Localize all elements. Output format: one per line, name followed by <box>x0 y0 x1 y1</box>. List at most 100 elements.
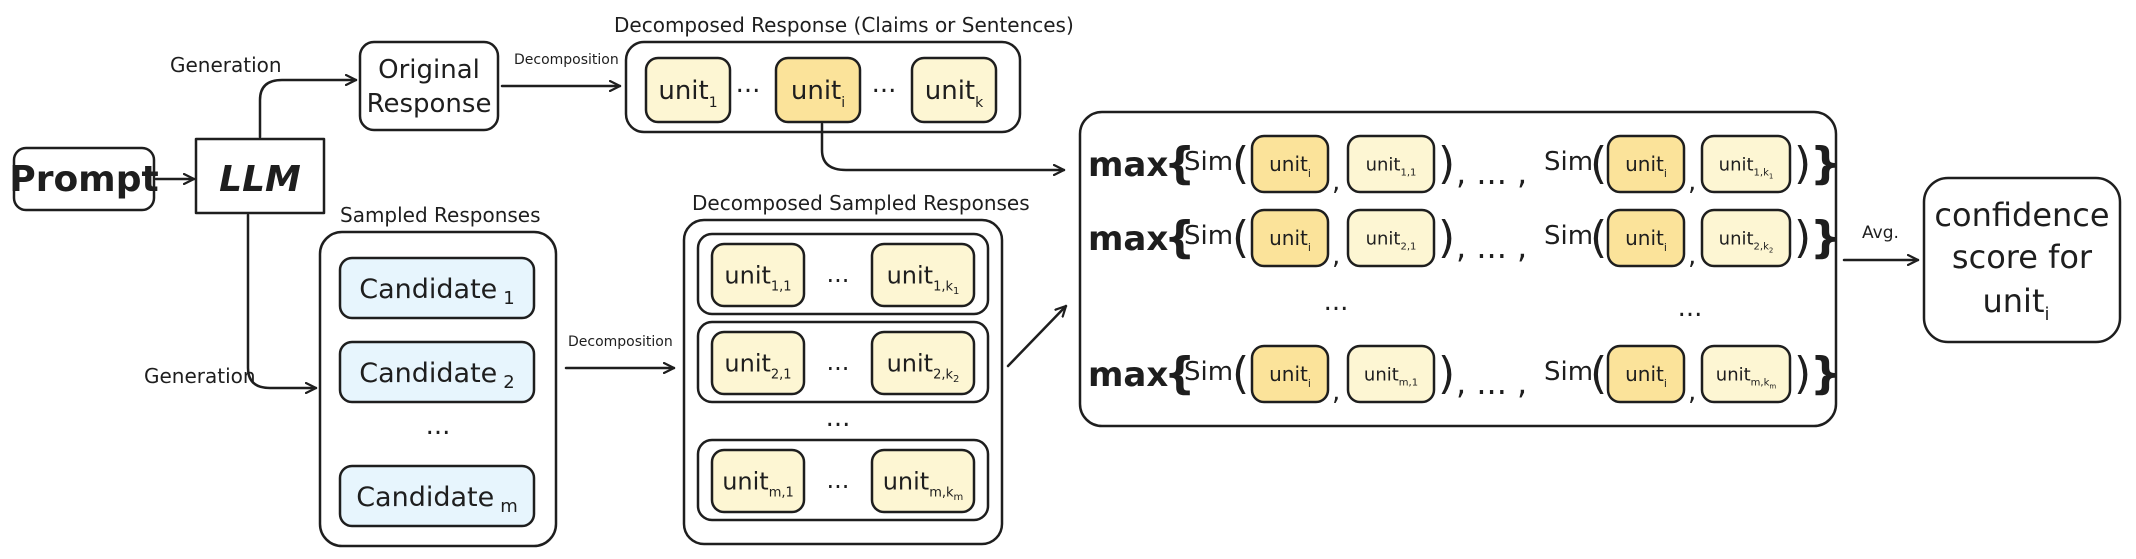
sampled-row-2-last-label: unitm,km <box>883 467 964 503</box>
candidate-1-box <box>338 340 536 404</box>
candidate-2-box <box>338 464 536 528</box>
sampled-row-2-last: unitm,km <box>870 448 976 514</box>
sampled-row-2: unitm,1 unitm,km... <box>696 438 990 522</box>
sim-row-0-paren-open-left: ( <box>1232 138 1249 189</box>
sampled-row-0-first-box <box>710 242 806 308</box>
sim-row-0: max{Sim(uniti,unit1,1), ... ,Sim(uniti,u… <box>1088 134 1841 197</box>
generation-label-top: Generation <box>170 53 282 77</box>
sim-row-1-max: max <box>1088 219 1168 259</box>
sim-row-2-paren-open-left: ( <box>1232 348 1249 399</box>
confidence-line2: score for <box>1952 238 2093 276</box>
prompt-box <box>12 146 156 212</box>
sim-row-1-unit-i-left-label: uniti <box>1269 226 1311 254</box>
sim-row-0-sim-left: Sim <box>1184 147 1233 177</box>
sim-row-2-middle: , ... , <box>1456 364 1527 402</box>
sim-row-2-unit-b1: unitm,1 <box>1346 344 1436 404</box>
arrow-llm-sampled <box>246 213 318 388</box>
orig-unit-ellipsis-0: ... <box>736 69 761 99</box>
sim-row-0-comma-left: , <box>1332 167 1340 197</box>
sim-row-1-paren-open-right: ( <box>1590 212 1607 263</box>
sim-row-1-paren-close-right: ) <box>1794 212 1811 263</box>
sim-row-2-sim-right: Sim <box>1544 357 1593 387</box>
orig-unit-1: uniti <box>774 56 862 124</box>
llm-box <box>194 137 326 215</box>
sim-row-2-unit-b2-box <box>1700 344 1792 404</box>
sampled-row-2-ellipsis: ... <box>827 466 850 494</box>
sim-row-0-middle: , ... , <box>1456 154 1527 192</box>
original-response-line2: Response <box>367 89 492 119</box>
sampled-responses-box <box>318 230 558 548</box>
similarity-block <box>1078 110 1838 428</box>
sim-row-0-paren-close-left: ) <box>1438 138 1455 189</box>
confidence-line3: uniti <box>1982 282 2049 325</box>
sampled-row-1: unit2,1 unit2,k2... <box>696 320 990 404</box>
sampled-row-1-ellipsis: ... <box>827 348 850 376</box>
sim-row-1-unit-i-left-box <box>1250 208 1330 268</box>
sim-row-2-unit-b2: unitm,km <box>1700 344 1792 404</box>
sampled-row-1-first-box <box>710 330 806 396</box>
sampled-rows-ellipsis: ... <box>826 403 851 433</box>
confidence-box <box>1922 176 2122 344</box>
sim-row-2-open-brace: { <box>1164 348 1195 399</box>
sim-row-0-paren-close-right: ) <box>1794 138 1811 189</box>
sim-row-2-sim-left: Sim <box>1184 357 1233 387</box>
sim-row-0-unit-i-right-box <box>1606 134 1686 194</box>
sim-row-0-max: max <box>1088 145 1168 185</box>
sim-row-1-paren-close-left: ) <box>1438 212 1455 263</box>
sampled-responses-title: Sampled Responses <box>340 203 541 227</box>
sim-row-2-unit-i-right: uniti <box>1606 344 1686 404</box>
orig-unit-0: unit1 <box>644 56 732 124</box>
sim-row-2-unit-b1-box <box>1346 344 1436 404</box>
orig-unit-0-box <box>644 56 732 124</box>
sim-row-0-unit-i-left-label: uniti <box>1269 152 1311 180</box>
sim-row-2-comma-right: , <box>1688 377 1696 407</box>
candidate-ellipsis: ... <box>426 411 451 441</box>
sim-row-0-unit-b2-box <box>1700 134 1792 194</box>
sampled-row-2-last-box <box>870 448 976 514</box>
candidate-0-box <box>338 256 536 320</box>
sim-row-2-paren-close-right: ) <box>1794 348 1811 399</box>
sim-ellipsis-right: ... <box>1678 293 1703 323</box>
orig-unit-0-label: unit1 <box>658 76 717 111</box>
sampled-row-1-first: unit2,1 <box>710 330 806 396</box>
decomposition-label-top: Decomposition <box>514 52 619 68</box>
sim-row-2: max{Sim(uniti,unitm,1), ... ,Sim(uniti,u… <box>1088 344 1841 407</box>
sampled-row-0-last-box <box>870 242 976 308</box>
sim-row-0-open-brace: { <box>1164 138 1195 189</box>
sim-row-0-unit-b2: unit1,k1 <box>1700 134 1792 194</box>
sim-row-2-unit-b2-label: unitm,km <box>1716 364 1777 390</box>
sampled-row-0-first-label: unit1,1 <box>724 261 791 294</box>
sim-row-0-unit-b1-label: unit1,1 <box>1366 154 1417 178</box>
orig-unit-2-label: unitk <box>925 76 984 111</box>
sim-row-1-comma-left: , <box>1332 241 1340 271</box>
sim-row-1-unit-b2-label: unit2,k2 <box>1719 228 1774 254</box>
sampled-row-1-last-label: unit2,k2 <box>887 349 960 385</box>
sampled-row-2-first-label: unitm,1 <box>722 467 794 500</box>
sampled-row-1-last-box <box>870 330 976 396</box>
sim-row-0-unit-b1-box <box>1346 134 1436 194</box>
sampled-row-2-first: unitm,1 <box>710 448 806 514</box>
sim-row-2-unit-b1-label: unitm,1 <box>1364 364 1418 388</box>
sampled-row-0-last: unit1,k1 <box>870 242 976 308</box>
sim-row-0-paren-open-right: ( <box>1590 138 1607 189</box>
sim-row-0-unit-i-right: uniti <box>1606 134 1686 194</box>
sim-row-0-unit-b2-label: unit1,k1 <box>1719 154 1774 180</box>
sampled-row-1-first-label: unit2,1 <box>724 349 791 382</box>
sim-row-2-unit-i-right-label: uniti <box>1625 362 1667 390</box>
decomposed-sampled-title: Decomposed Sampled Responses <box>692 191 1030 215</box>
sim-row-0-sim-right: Sim <box>1544 147 1593 177</box>
sim-row-1-paren-open-left: ( <box>1232 212 1249 263</box>
orig-unit-1-box <box>774 56 862 124</box>
sim-row-0-close-brace: } <box>1810 138 1841 189</box>
sim-row-1-open-brace: { <box>1164 212 1195 263</box>
sim-row-0-unit-i-left-box <box>1250 134 1330 194</box>
sim-row-2-unit-i-left: uniti <box>1250 344 1330 404</box>
